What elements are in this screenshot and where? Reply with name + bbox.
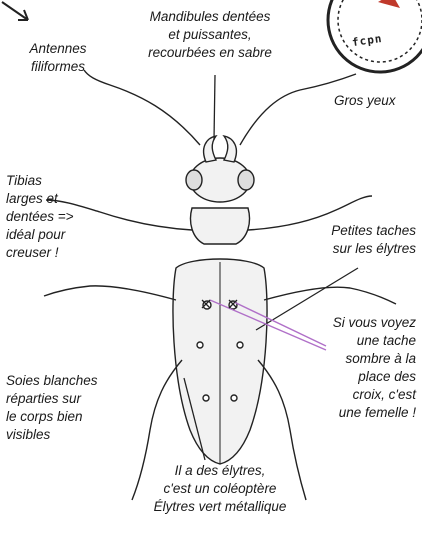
corner-arrow-icon bbox=[2, 2, 28, 20]
pronotum bbox=[191, 208, 250, 244]
left-eye bbox=[186, 170, 202, 190]
right-mid-leg bbox=[264, 287, 396, 304]
label-antennes: Antennesfiliformes bbox=[8, 40, 108, 76]
label-soies: Soies blanchesréparties surle corps bien… bbox=[6, 372, 98, 444]
label-elytres: Il a des élytres,c'est un coléoptèreÉlyt… bbox=[130, 462, 310, 516]
left-mid-leg bbox=[44, 286, 176, 300]
label-mandibules: Mandibules dentéeset puissantes,recourbé… bbox=[130, 8, 290, 62]
label-taches: Petites tachessur les élytres bbox=[302, 222, 416, 258]
right-eye bbox=[238, 170, 254, 190]
label-yeux: Gros yeux bbox=[334, 92, 396, 110]
left-antenna bbox=[84, 70, 200, 145]
label-tibias: Tibiaslarges etdentées =>idéal pourcreus… bbox=[6, 172, 74, 262]
label-femelle: Si vous voyezune tachesombre à laplace d… bbox=[308, 314, 416, 422]
right-mandible bbox=[224, 136, 236, 162]
